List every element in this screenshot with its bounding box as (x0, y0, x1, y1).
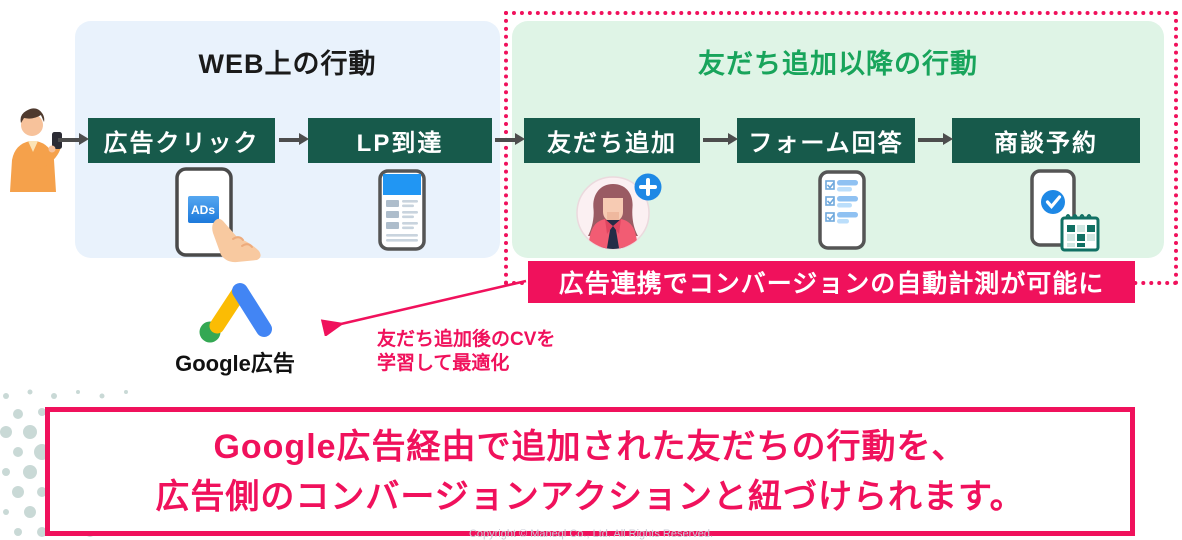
check-icon (1045, 195, 1062, 209)
optimization-arrow-icon (320, 279, 527, 336)
person-with-phone-icon (10, 108, 62, 192)
step-box-ad-click: 広告クリック (88, 118, 275, 163)
key-message-banner: Google広告経由で追加された友だちの行動を、 広告側のコンバージョンアクショ… (45, 407, 1135, 536)
optimization-note-line2: 学習して最適化 (377, 353, 510, 374)
step-label: 商談予約 (994, 130, 1098, 157)
step-box-lp-reach: LP到達 (308, 118, 492, 163)
line-actions-title: 友だち追加以降の行動 (698, 49, 978, 79)
flow-arrow-icon (58, 133, 89, 145)
flow-arrow-icon (279, 133, 309, 145)
optimization-note: 友だち追加後のCVを 学習して最適化 (377, 328, 555, 376)
calendar-icon (1060, 214, 1100, 252)
copyright-footer: Copyright © Maneql Co., Ltd. All Rights … (468, 528, 714, 540)
ads-phone-icon: ADs (175, 167, 261, 263)
booking-phone-icon (1030, 169, 1100, 252)
form-phone-icon (818, 170, 866, 250)
flow-arrow-icon (703, 133, 738, 145)
step-box-friend-add: 友だち追加 (524, 118, 700, 163)
key-message-line2: 広告側のコンバージョンアクションと紐づけられます。 (155, 477, 1025, 516)
lp-phone-icon (378, 169, 426, 251)
google-ads-label: Google広告 (175, 351, 295, 376)
key-message-line1: Google広告経由で追加された友だちの行動を、 (213, 427, 967, 466)
ads-badge-label: ADs (191, 203, 215, 217)
step-label: LP到達 (356, 130, 444, 157)
step-label: 友だち追加 (547, 130, 677, 157)
optimization-note-line1: 友だち追加後のCVを (377, 329, 556, 350)
flow-arrow-icon (495, 133, 525, 145)
step-box-meeting-booking: 商談予約 (952, 118, 1140, 163)
tapping-hand-icon (212, 218, 261, 263)
auto-measurement-banner-label: 広告連携でコンバージョンの自動計測が可能に (558, 270, 1105, 298)
plus-icon (639, 178, 657, 196)
auto-measurement-banner: 広告連携でコンバージョンの自動計測が可能に (528, 261, 1135, 303)
flow-arrow-icon (918, 133, 953, 145)
google-ads-icon (199, 283, 272, 343)
friend-add-avatar-icon (576, 173, 662, 250)
step-box-form-answer: フォーム回答 (737, 118, 915, 163)
step-label: 広告クリック (103, 130, 260, 157)
web-actions-title: WEB上の行動 (198, 49, 377, 79)
step-label: フォーム回答 (748, 130, 904, 157)
